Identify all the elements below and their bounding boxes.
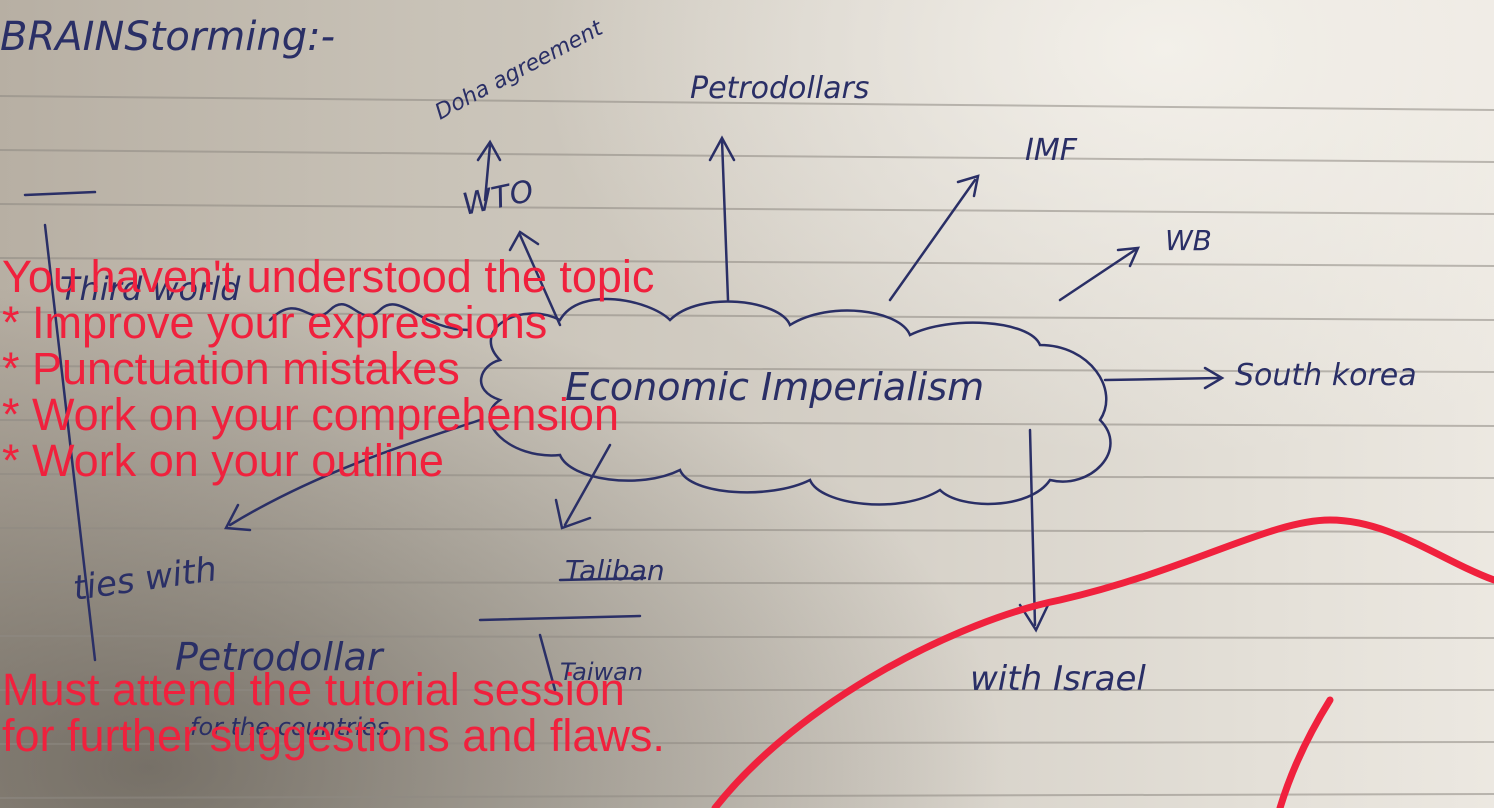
note-taiwan: Taiwan — [560, 658, 643, 686]
feedback-line-expressions: * Improve your expressions — [2, 297, 548, 348]
note-third-world: Third world — [60, 270, 241, 308]
note-economic-imperialism: Economic Imperialism — [565, 365, 984, 409]
cloud-outline — [479, 297, 1112, 506]
feedback-line-topic: You haven't understood the topic — [2, 251, 655, 302]
note-countries: for the countries — [190, 713, 389, 741]
note-wb: WB — [1165, 224, 1212, 257]
feedback-comments: You haven't understood the topic * Impro… — [2, 254, 654, 484]
feedback-line-tutorial: Must attend the tutorial session — [2, 664, 625, 715]
red-curve — [711, 516, 1494, 808]
feedback-line-comprehension: * Work on your comprehension — [2, 389, 619, 440]
red-line — [1276, 696, 1334, 808]
feedback-line-suggestions: for further suggestions and flaws. — [2, 710, 665, 761]
note-south-korea: South korea — [1235, 358, 1417, 393]
note-imf: IMF — [1025, 133, 1078, 168]
feedback-line-outline: * Work on your outline — [2, 435, 444, 486]
feedback-tutorial-note: Must attend the tutorial session for fur… — [2, 667, 665, 759]
note-petrodollars: Petrodollars — [690, 71, 869, 106]
note-taliban: Taliban — [565, 554, 665, 587]
notes-heading: BRAINStorming:- — [0, 14, 335, 60]
note-petrodollar: Petrodollar — [175, 635, 385, 679]
feedback-line-punctuation: * Punctuation mistakes — [2, 343, 460, 394]
note-with-israel: with Israel — [970, 659, 1146, 699]
